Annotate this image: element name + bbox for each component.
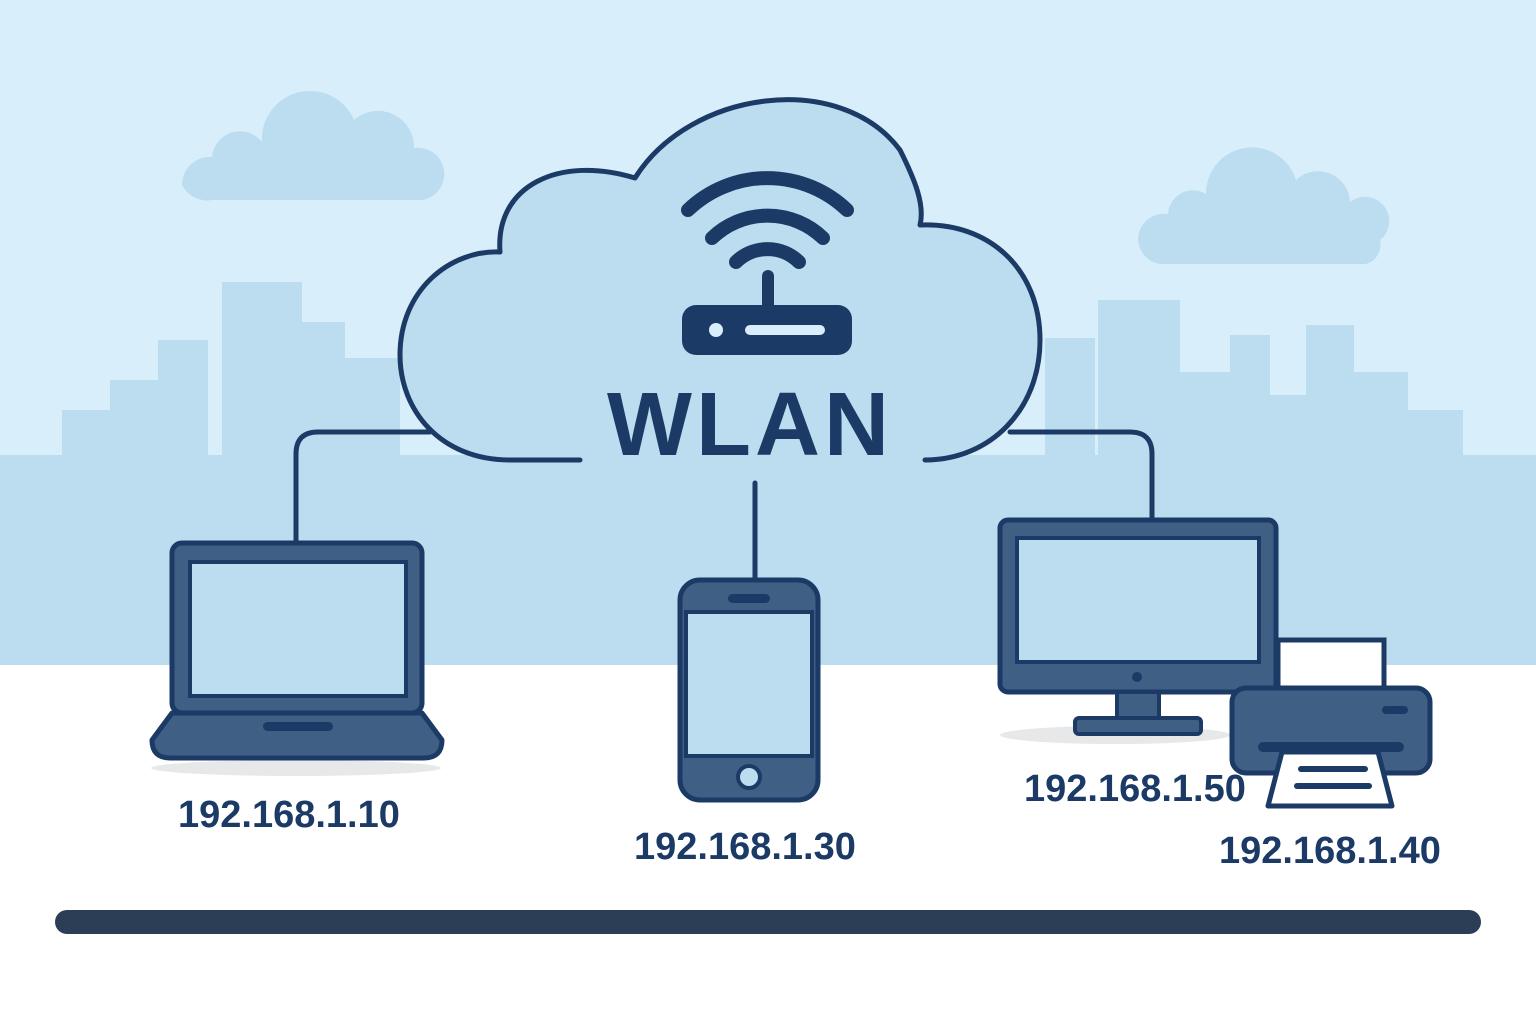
background-cloud-right <box>1137 147 1390 264</box>
wlan-title: WLAN <box>607 375 893 475</box>
printer-icon <box>1229 637 1433 809</box>
monitor-icon <box>997 517 1279 744</box>
smartphone-icon <box>677 577 821 803</box>
laptop-ip-label: 192.168.1.10 <box>178 794 400 836</box>
phone-ip-label: 192.168.1.30 <box>634 826 856 868</box>
wifi-icon <box>681 171 854 269</box>
desktop-ip-label: 192.168.1.50 <box>1024 768 1246 810</box>
wlan-cloud <box>397 97 1043 463</box>
base-bar <box>55 910 1481 934</box>
printer-ip-label: 192.168.1.40 <box>1219 830 1441 872</box>
connection-lines <box>293 429 1155 583</box>
link-desktop <box>1007 429 1155 523</box>
wifi-router-icon <box>682 270 852 355</box>
link-laptop <box>293 429 433 548</box>
laptop-icon <box>149 540 445 776</box>
background-cloud-left <box>181 90 445 201</box>
